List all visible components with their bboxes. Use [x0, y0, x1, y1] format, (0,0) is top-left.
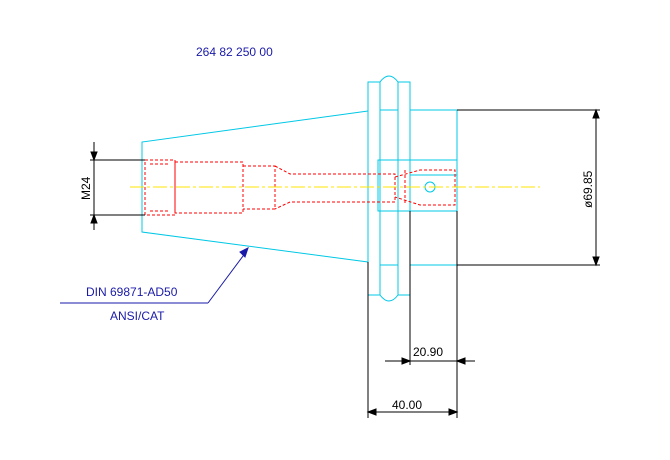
- holder-outline: [141, 75, 458, 302]
- callout-type: ANSI/CAT: [110, 309, 165, 323]
- short-length-label: 20.90: [413, 345, 443, 359]
- shank-bore: [410, 159, 458, 212]
- counterbore: [174, 161, 244, 214]
- flange-groove: [379, 75, 399, 302]
- long-length-label: 40.00: [392, 398, 422, 412]
- thread-dimension: [90, 142, 145, 230]
- internal-bore: [144, 159, 456, 216]
- callout-leader: [60, 247, 249, 304]
- flange-bore: [377, 159, 411, 212]
- flange-front: [367, 81, 381, 296]
- bore-step: [243, 165, 276, 210]
- bore-nose: [394, 169, 456, 206]
- diameter-dimension: [457, 108, 600, 267]
- thread-dimension-label: M24: [79, 176, 93, 200]
- short-length-dimension: [385, 211, 475, 365]
- callout-standard: DIN 69871-AD50: [86, 285, 178, 299]
- part-number: 264 82 250 00: [196, 45, 273, 59]
- flange-rear: [397, 81, 411, 296]
- long-length-dimension: [366, 262, 459, 418]
- bore-taper: [274, 165, 396, 210]
- diameter-dimension-label: ø69.85: [581, 170, 595, 208]
